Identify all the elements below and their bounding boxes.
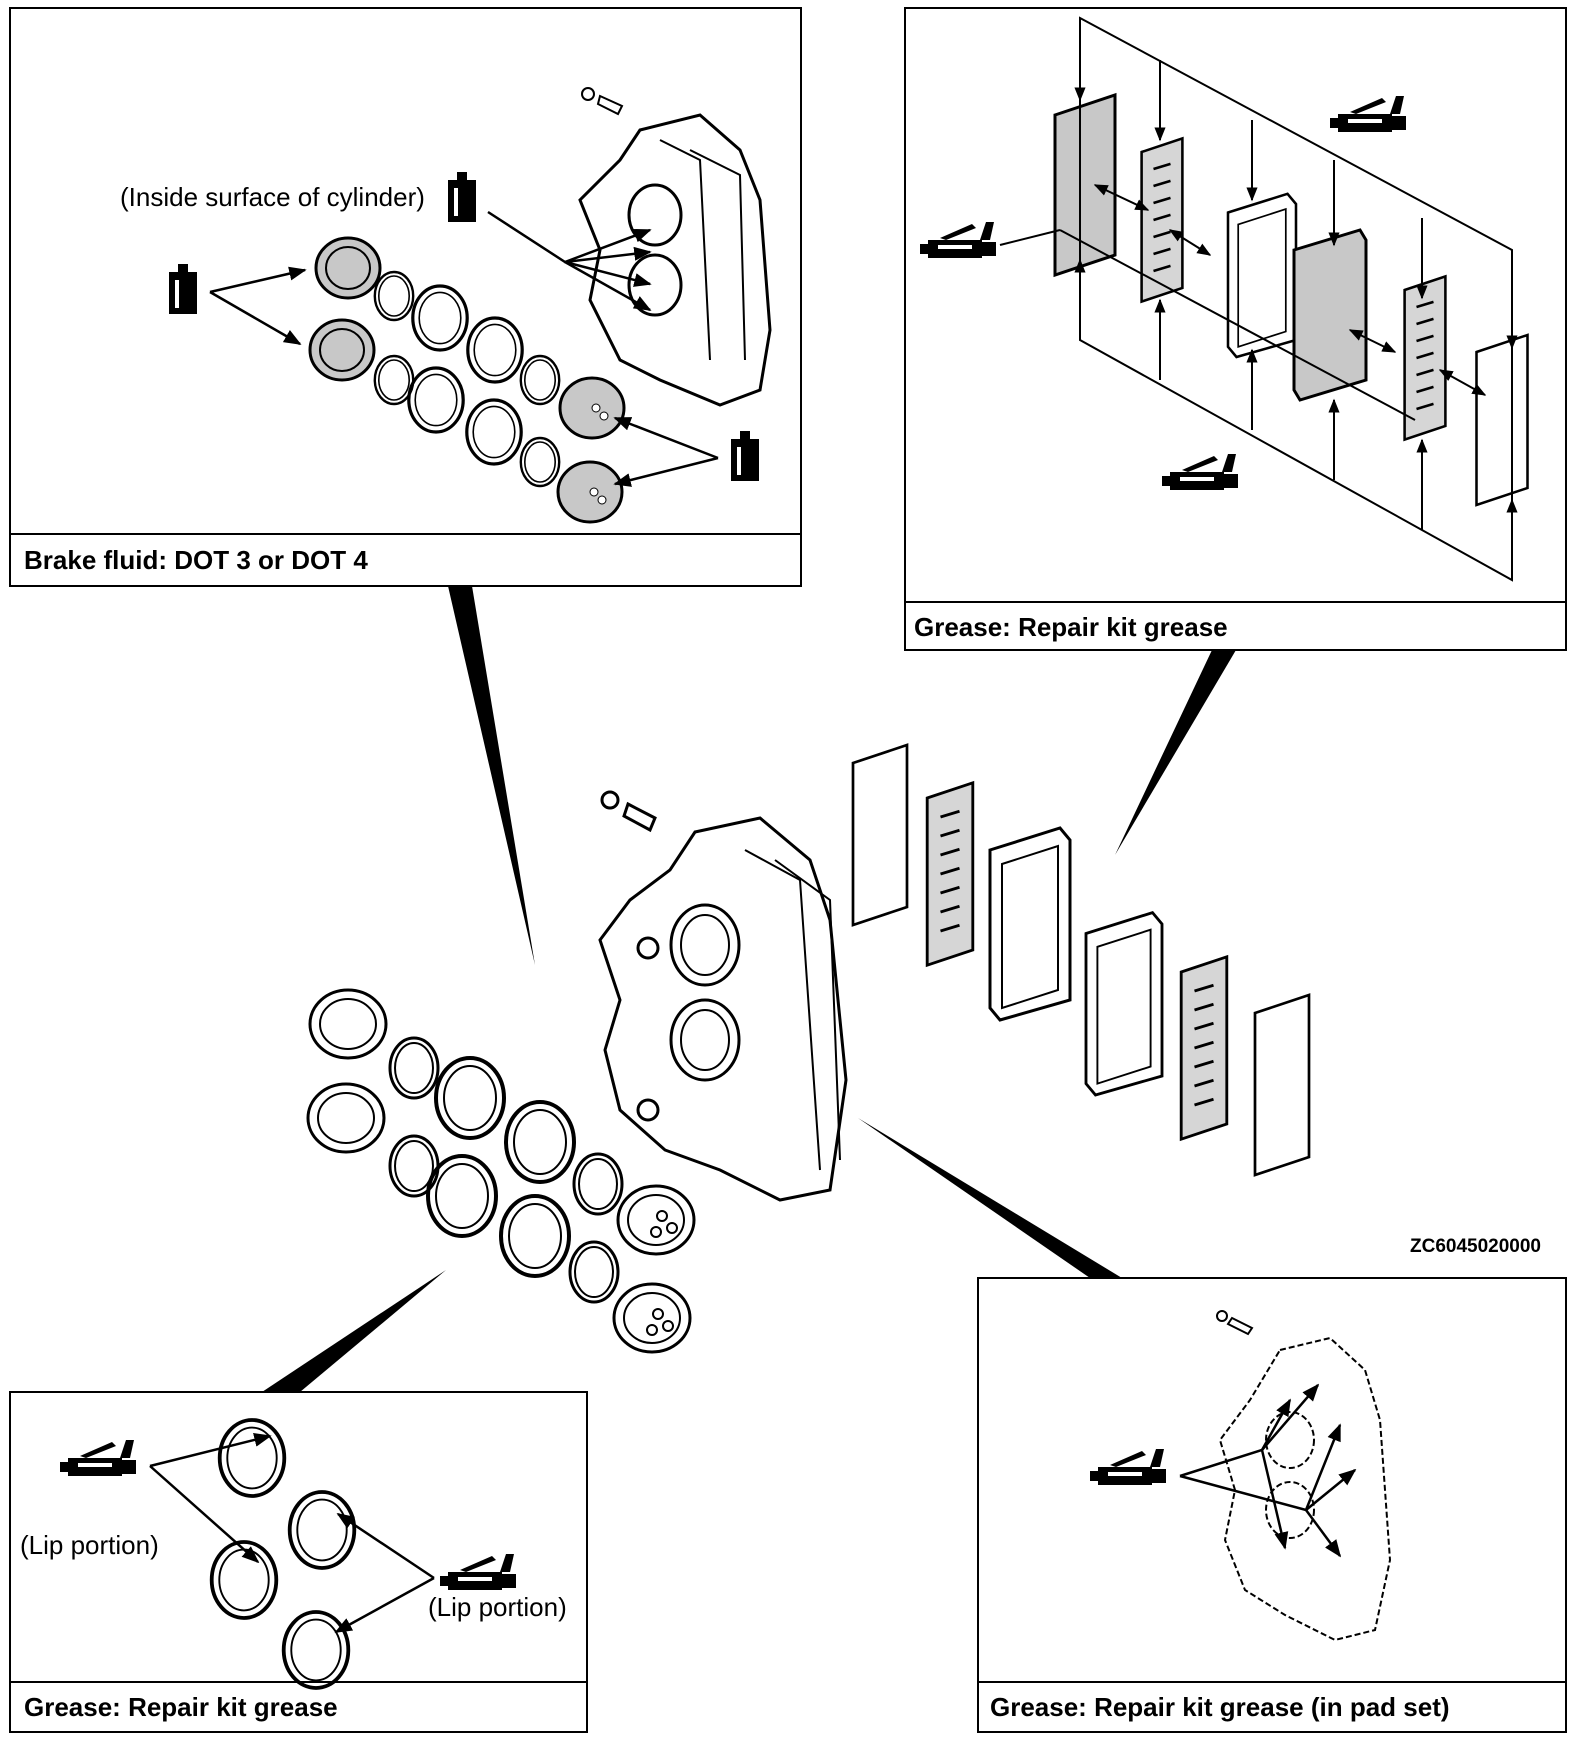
bleeder-screw-small (581, 87, 624, 116)
seal-grease-caption: Grease: Repair kit grease (24, 1692, 338, 1722)
pad-set-grease-caption: Grease: Repair kit grease (in pad set) (990, 1692, 1450, 1722)
caliper-body-small (578, 113, 772, 407)
lip-portion-callout-right: (Lip portion) (428, 1592, 567, 1622)
pointer-brake-fluid (448, 586, 535, 965)
pad-grease-leader-lines (999, 16, 1518, 582)
pad-set-leader-lines (1179, 1383, 1357, 1558)
pointer-pad-set-grease (858, 1118, 1122, 1278)
pads-and-shims-main (851, 743, 1311, 1177)
caliper-body-main (598, 816, 848, 1202)
brake-fluid-caption: Brake fluid: DOT 3 or DOT 4 (24, 545, 368, 575)
pistons-and-seals-small (308, 236, 626, 524)
brake-fluid-leader-lines (209, 210, 719, 487)
bleeder-screw-pad-set (1216, 1310, 1254, 1336)
inside-cylinder-callout: (Inside surface of cylinder) (120, 182, 425, 212)
pointer-seal-grease (262, 1270, 446, 1392)
pad-grease-caption: Grease: Repair kit grease (914, 612, 1228, 642)
diagram-code: ZC6045020000 (1410, 1236, 1541, 1257)
pistons-and-seals-main (306, 988, 696, 1354)
pointer-pad-grease (1115, 650, 1236, 855)
bleeder-screw-main (600, 790, 657, 833)
caliper-body-pad-set (1218, 1336, 1392, 1642)
seal-leader-lines (149, 1433, 435, 1634)
lip-portion-callout-left: (Lip portion) (20, 1530, 159, 1560)
pad-stack-exploded (1053, 92, 1529, 507)
